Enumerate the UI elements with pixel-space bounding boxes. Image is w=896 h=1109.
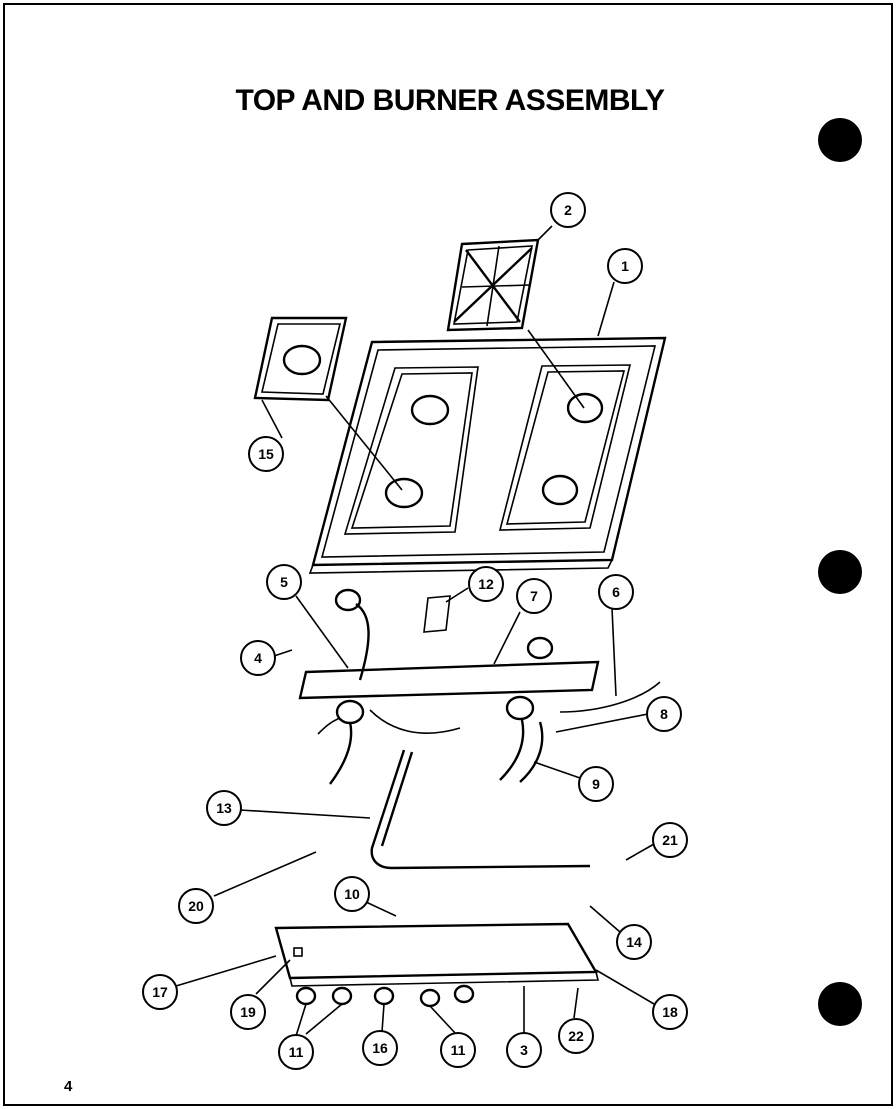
callout-group: 1 2 3 4 5 6 7 8 9 10 11 11 12 13 14 15 1… — [142, 192, 688, 1070]
callout-11-right: 11 — [440, 1032, 476, 1068]
callout-label: 6 — [612, 584, 620, 600]
callout-label: 1 — [621, 258, 629, 274]
callout-label: 14 — [626, 934, 642, 950]
callout-label: 21 — [662, 832, 678, 848]
callout-20: 20 — [178, 888, 214, 924]
callout-label: 12 — [478, 576, 494, 592]
callout-label: 16 — [372, 1040, 388, 1056]
callout-label: 13 — [216, 800, 232, 816]
callout-15: 15 — [248, 436, 284, 472]
callout-19: 19 — [230, 994, 266, 1030]
callout-5: 5 — [266, 564, 302, 600]
callout-7: 7 — [516, 578, 552, 614]
callout-label: 2 — [564, 202, 572, 218]
cooktop-top — [308, 336, 667, 574]
callout-3: 3 — [506, 1032, 542, 1068]
page-number: 4 — [64, 1078, 73, 1095]
valve-knobs — [295, 984, 475, 1008]
callout-label: 11 — [289, 1044, 304, 1060]
callout-16: 16 — [362, 1030, 398, 1066]
callout-label: 18 — [662, 1004, 678, 1020]
leader-lines — [175, 225, 655, 1037]
callout-1: 1 — [607, 248, 643, 284]
callout-label: 22 — [568, 1028, 584, 1044]
callout-10: 10 — [334, 876, 370, 912]
burner-grate — [446, 238, 540, 332]
callout-11-left: 11 — [278, 1034, 314, 1070]
callout-14: 14 — [616, 924, 652, 960]
diagram-title: TOP AND BURNER ASSEMBLY — [235, 84, 665, 117]
callout-2: 2 — [550, 192, 586, 228]
callout-22: 22 — [558, 1018, 594, 1054]
burner-manifold — [298, 588, 661, 785]
callout-18: 18 — [652, 994, 688, 1030]
callout-label: 15 — [258, 446, 274, 462]
binder-hole-top — [818, 118, 862, 162]
callout-label: 7 — [530, 588, 538, 604]
callout-label: 4 — [254, 650, 262, 666]
callout-label: 3 — [520, 1042, 528, 1058]
callout-label: 19 — [240, 1004, 256, 1020]
control-manifold-panel — [274, 922, 600, 987]
callout-6: 6 — [598, 574, 634, 610]
callout-label: 9 — [592, 776, 600, 792]
binder-hole-middle — [818, 550, 862, 594]
callout-label: 17 — [152, 984, 168, 1000]
callout-label: 11 — [451, 1042, 466, 1058]
callout-13: 13 — [206, 790, 242, 826]
callout-label: 5 — [280, 574, 288, 590]
page-border — [3, 3, 893, 1106]
gas-supply-tube — [370, 749, 591, 870]
callout-label: 20 — [188, 898, 204, 914]
callout-8: 8 — [646, 696, 682, 732]
callout-12: 12 — [468, 566, 504, 602]
callout-label: 10 — [344, 886, 360, 902]
callout-9: 9 — [578, 766, 614, 802]
drip-pan — [253, 316, 348, 402]
binder-hole-bottom — [818, 982, 862, 1026]
callout-4: 4 — [240, 640, 276, 676]
callout-17: 17 — [142, 974, 178, 1010]
callout-label: 8 — [660, 706, 668, 722]
callout-21: 21 — [652, 822, 688, 858]
